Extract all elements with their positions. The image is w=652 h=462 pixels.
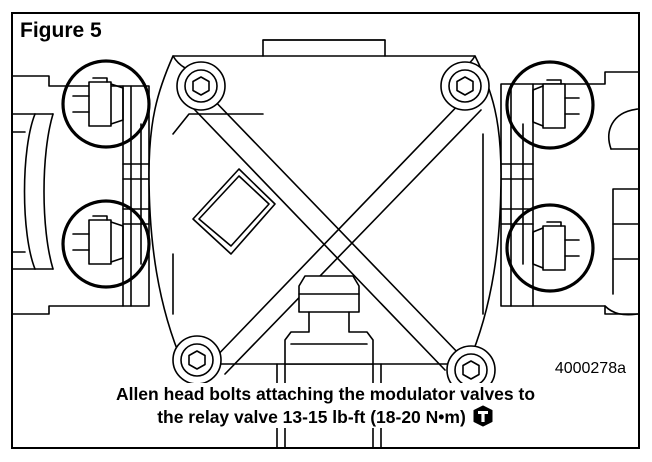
figure-caption: Allen head bolts attaching the modulator… xyxy=(13,383,638,428)
caption-line-1: Allen head bolts attaching the modulator… xyxy=(115,384,536,404)
highlight-circle-lower-left xyxy=(61,199,151,289)
figure-frame: Figure 5 4000278a Allen head bolts attac… xyxy=(11,12,640,449)
torque-symbol-icon xyxy=(473,405,493,427)
allen-head-bolt-lower-right xyxy=(532,221,580,271)
part-number: 4000278a xyxy=(554,360,626,377)
highlight-circle-lower-right xyxy=(505,203,595,293)
mounting-bolt-top-left xyxy=(176,61,226,111)
relay-valve-housing xyxy=(148,39,502,375)
allen-head-bolt-upper-left xyxy=(72,77,124,127)
allen-head-bolt-lower-left xyxy=(72,215,124,265)
mounting-bolt-top-right xyxy=(440,61,490,111)
caption-line-2-text: the relay valve 13-15 lb-ft (18-20 N•m) xyxy=(157,407,466,427)
figure-title: Figure 5 xyxy=(20,18,112,46)
caption-line-2: the relay valve 13-15 lb-ft (18-20 N•m) xyxy=(13,405,638,428)
mounting-bolt-bottom-left xyxy=(172,335,222,385)
highlight-circle-upper-left xyxy=(61,59,151,149)
highlight-circle-upper-right xyxy=(505,60,595,150)
relay-valve-drawing xyxy=(13,39,638,447)
allen-head-bolt-upper-right xyxy=(532,79,580,129)
